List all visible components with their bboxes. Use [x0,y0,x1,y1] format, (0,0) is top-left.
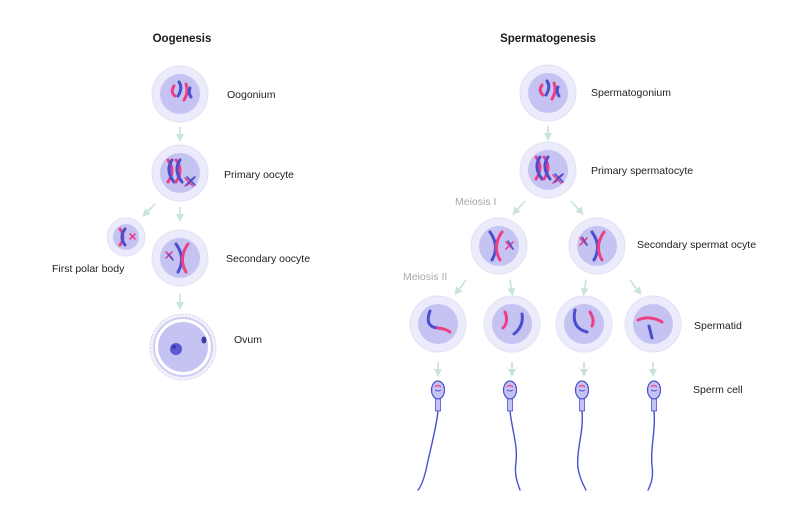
spermatid-cell-3 [555,295,613,353]
arrow [507,279,516,296]
sperm-tail [576,410,587,491]
secondary-spermatocyte-label: Secondary spermat ocyte [637,239,756,251]
spermatid-cell-4 [624,295,682,353]
chromosome [588,310,595,328]
spermatid-label: Spermatid [694,320,742,332]
primary-oocyte-cell [151,144,209,202]
chromosomes [534,155,564,184]
arrow [580,279,589,296]
polar-body-dot [201,336,207,344]
secondary-spermatocyte-cell-left [470,217,528,275]
primary-spermatocyte-label: Primary spermatocyte [591,165,693,177]
spermatogonium-label: Spermatogonium [591,87,671,99]
arrow [512,200,526,215]
ovum-cell [149,313,217,381]
arrow [454,279,467,296]
sperm-cell-label: Sperm cell [693,384,743,396]
sperm-tail [509,410,521,491]
spermatid-cell-1 [409,295,467,353]
first-polar-body-cell [106,217,146,257]
secondary-spermatocyte-cell-right [568,217,626,275]
first-polar-body-label: First polar body [52,263,125,275]
sperm-cell-4 [646,380,662,491]
oogenesis-title: Oogenesis [153,33,212,45]
chromosome [647,324,654,340]
secondary-oocyte-cell [151,229,209,287]
chromosomes [579,230,606,262]
chromosome [572,308,589,334]
meiosis-2-label: Meiosis II [403,271,447,283]
meiosis-1-label: Meiosis I [455,196,496,208]
chromosomes [170,80,193,102]
secondary-oocyte-label: Secondary oocyte [226,253,310,265]
sperm-tail [417,410,439,491]
chromosome [501,310,509,330]
spermatogenesis-title: Spermatogenesis [500,33,596,45]
chromosome [436,326,452,334]
sperm-cell-3 [574,380,590,491]
chromosome [426,309,440,330]
chromosomes [538,79,561,101]
sperm-cell-1 [417,380,446,491]
chromosomes [488,230,514,262]
oogonium-cell [151,65,209,123]
spermatid-cell-2 [483,295,541,353]
arrow [570,200,584,215]
arrow [142,203,156,217]
chromosomes [118,227,136,247]
chromosomes [166,158,196,187]
chromosomes [165,242,190,274]
spermatogonium-cell [519,64,577,122]
ovum-nucleus [170,343,182,355]
sperm-cell-2 [502,380,521,491]
oogonium-label: Oogonium [227,89,276,101]
sperm-tail [647,410,656,491]
chromosome [512,312,524,336]
ovum-label: Ovum [234,334,262,346]
primary-spermatocyte-cell [519,141,577,199]
primary-oocyte-label: Primary oocyte [224,169,294,181]
chromosome [636,316,664,324]
arrow [629,279,642,296]
